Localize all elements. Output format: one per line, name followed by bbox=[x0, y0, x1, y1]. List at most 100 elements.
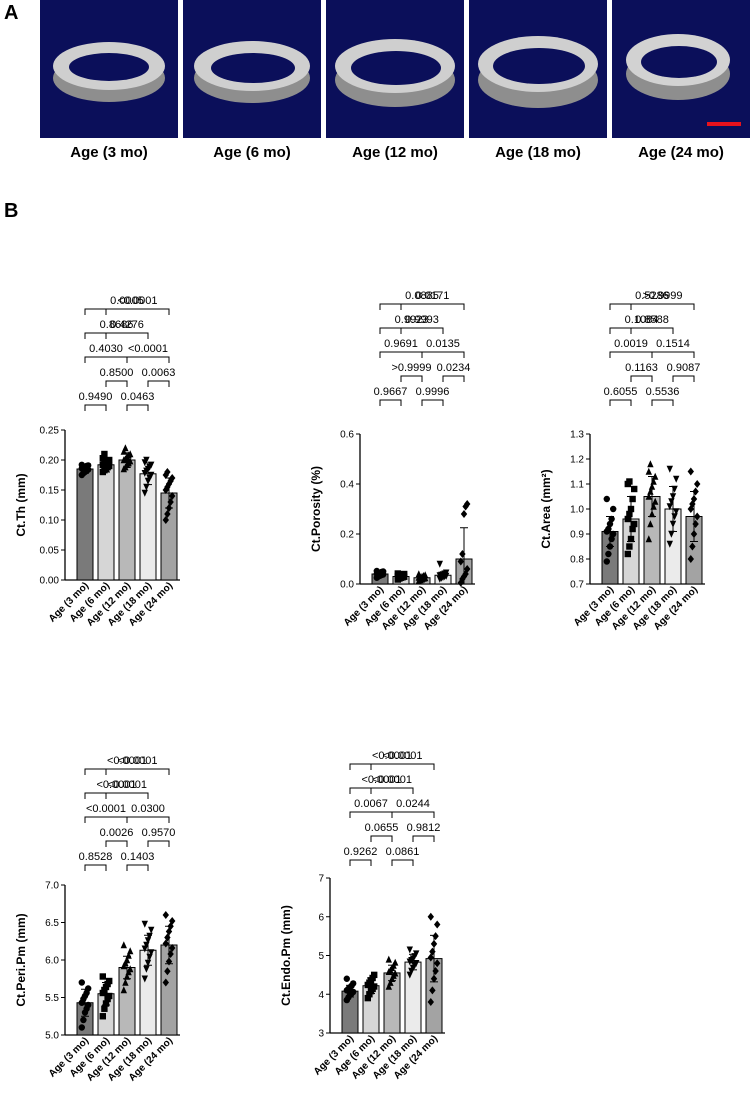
rendering-label-18mo: Age (18 mo) bbox=[495, 144, 581, 161]
data-point bbox=[387, 978, 394, 986]
data-point bbox=[401, 570, 408, 578]
p-value-label: 0.8686 bbox=[100, 319, 134, 331]
data-point bbox=[394, 570, 401, 577]
significance-bracket bbox=[400, 327, 444, 334]
data-point bbox=[162, 978, 169, 987]
data-point bbox=[608, 515, 615, 523]
data-point bbox=[459, 550, 466, 558]
data-point bbox=[624, 515, 631, 523]
significance-bracket bbox=[651, 351, 695, 358]
data-point bbox=[606, 520, 614, 528]
p-value-label: 0.1514 bbox=[656, 338, 690, 350]
data-point bbox=[141, 920, 148, 928]
data-point bbox=[645, 467, 652, 475]
bar-2 bbox=[97, 464, 115, 581]
significance-bracket bbox=[84, 864, 107, 871]
y-tick-label: 6.0 bbox=[45, 956, 59, 967]
p-value-label: <0.0001 bbox=[382, 750, 422, 762]
data-point bbox=[692, 487, 699, 496]
data-point bbox=[692, 520, 699, 528]
y-axis-label: Ct.Area (mm²) bbox=[539, 469, 553, 548]
data-point bbox=[127, 457, 134, 465]
significance-bracket bbox=[126, 404, 149, 411]
p-value-label: 0.1403 bbox=[121, 851, 155, 863]
p-value-label: 0.9490 bbox=[79, 391, 113, 403]
data-point bbox=[687, 467, 694, 476]
significance-bracket bbox=[442, 375, 465, 382]
significance-bracket bbox=[370, 763, 435, 770]
data-point bbox=[645, 535, 652, 543]
y-tick-label: 0.7 bbox=[570, 580, 584, 591]
chart-2: 0.00.20.40.6Ct.Porosity (%)Age (3 mo)Age… bbox=[309, 290, 475, 633]
p-value-label: 0.0019 bbox=[614, 338, 648, 350]
rendering-label-3mo: Age (3 mo) bbox=[70, 144, 148, 161]
data-point bbox=[608, 535, 615, 543]
p-value-label: <0.0001 bbox=[372, 774, 412, 786]
data-point bbox=[85, 985, 92, 992]
data-point bbox=[164, 967, 171, 976]
p-value-label: 0.9996 bbox=[416, 386, 450, 398]
bone-crosssection-6mo-icon bbox=[194, 41, 310, 103]
data-point bbox=[122, 978, 129, 986]
significance-bracket bbox=[126, 356, 170, 363]
significance-bracket bbox=[126, 816, 170, 823]
significance-bracket bbox=[105, 792, 149, 799]
significance-bracket bbox=[105, 768, 170, 775]
significance-bracket bbox=[379, 327, 444, 334]
data-point bbox=[694, 512, 701, 521]
data-point bbox=[668, 530, 675, 538]
significance-bracket bbox=[349, 787, 414, 794]
y-tick-label: 3 bbox=[318, 1029, 324, 1040]
data-point bbox=[652, 472, 659, 480]
data-point bbox=[429, 986, 436, 995]
chart-4: 5.05.56.06.57.0Ct.Peri.Pm (mm)Age (3 mo)… bbox=[14, 755, 180, 1084]
data-point bbox=[144, 959, 152, 967]
data-point bbox=[127, 947, 134, 955]
bone-rendering-12mo bbox=[326, 0, 464, 138]
data-point bbox=[127, 450, 134, 458]
data-point bbox=[343, 975, 350, 982]
y-tick-label: 0.4 bbox=[340, 480, 354, 491]
data-point bbox=[430, 939, 438, 948]
significance-bracket bbox=[421, 399, 444, 406]
y-tick-label: 1.0 bbox=[570, 505, 584, 516]
data-point bbox=[373, 567, 380, 575]
data-point bbox=[406, 946, 413, 954]
y-tick-label: 5.0 bbox=[45, 1031, 59, 1042]
p-value-label: 0.9812 bbox=[407, 822, 441, 834]
data-point bbox=[669, 493, 677, 501]
p-value-label: 0.0234 bbox=[437, 362, 471, 374]
significance-bracket bbox=[84, 792, 149, 799]
data-point bbox=[464, 565, 471, 573]
data-point bbox=[371, 983, 378, 990]
p-value-label: 0.9923 bbox=[395, 314, 429, 326]
data-point bbox=[106, 456, 113, 464]
data-point bbox=[101, 1005, 108, 1012]
data-point bbox=[85, 1001, 92, 1009]
data-point bbox=[146, 932, 153, 940]
data-point bbox=[645, 492, 652, 500]
bone-crosssection-3mo-icon bbox=[53, 42, 165, 102]
data-point bbox=[78, 979, 86, 986]
data-point bbox=[687, 555, 694, 563]
data-point bbox=[165, 927, 173, 936]
data-point bbox=[671, 485, 678, 493]
data-point bbox=[603, 495, 610, 503]
data-point bbox=[169, 944, 176, 952]
data-point bbox=[169, 917, 176, 925]
significance-bracket bbox=[105, 840, 128, 847]
data-point bbox=[626, 478, 633, 485]
data-point bbox=[631, 485, 638, 493]
significance-bracket bbox=[391, 811, 435, 818]
data-point bbox=[648, 482, 656, 490]
significance-bracket bbox=[84, 308, 170, 315]
data-point bbox=[666, 540, 673, 548]
significance-bracket bbox=[412, 835, 435, 842]
data-point bbox=[627, 505, 635, 513]
y-tick-label: 0.25 bbox=[40, 426, 60, 437]
data-point bbox=[631, 520, 638, 528]
p-value-label: <0.0001 bbox=[117, 295, 157, 307]
p-value-label: 0.9570 bbox=[142, 827, 176, 839]
bone-crosssection-24mo-icon bbox=[626, 34, 730, 100]
